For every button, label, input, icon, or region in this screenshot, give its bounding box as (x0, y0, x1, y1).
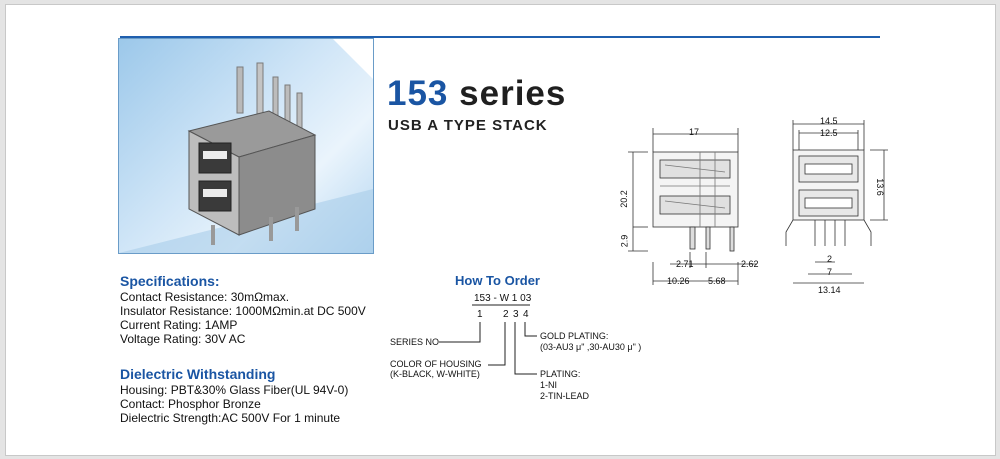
dim-d3: 10.26 (667, 276, 690, 286)
dim-outer: 14.5 (820, 116, 838, 126)
dim-width: 17 (689, 127, 700, 137)
plating-option-1: 1-NI (540, 380, 558, 390)
dim-inner: 12.5 (820, 128, 838, 138)
series-word: series (459, 74, 567, 113)
specifications-list: Contact Resistance: 30mΩmax. Insulator R… (120, 290, 366, 346)
page-subtitle: USB A TYPE STACK (388, 117, 548, 134)
photo-corner-cut (333, 39, 373, 79)
order-code: 153 - W 1 03 (474, 293, 532, 304)
spec-line: Voltage Rating: 30V AC (120, 332, 246, 346)
spec-line: Contact Resistance: 30mΩmax. (120, 290, 290, 304)
color-housing-options: (K-BLACK, W-WHITE) (390, 369, 480, 379)
specifications-heading: Specifications: (120, 273, 220, 289)
order-position-4: 4 (523, 309, 529, 320)
spec-line: Insulator Resistance: 1000MΩmin.at DC 50… (120, 304, 366, 318)
dielectric-heading: Dielectric Withstanding (120, 366, 276, 382)
dim-front-height: 13.6 (874, 178, 885, 196)
order-position-3: 3 (513, 309, 519, 320)
gold-plating-options: (03-AU3 μ" ,30-AU30 μ" ) (540, 342, 642, 352)
plating-title: PLATING: (540, 369, 581, 379)
header-rule (120, 36, 880, 38)
dim-d2: 2.62 (741, 259, 759, 269)
spec-line: Current Rating: 1AMP (120, 318, 238, 332)
page-title: 153 series (387, 74, 566, 114)
usb-connector-illustration (119, 62, 373, 253)
gold-plating-title: GOLD PLATING: (540, 331, 609, 341)
dim-pitch: 2 (827, 254, 833, 264)
dim-d1: 2.71 (676, 259, 694, 269)
plating-option-2: 2-TIN-LEAD (540, 391, 590, 401)
dielectric-line: Contact: Phosphor Bronze (120, 397, 261, 411)
dielectric-list: Housing: PBT&30% Glass Fiber(UL 94V-0) C… (120, 383, 348, 425)
order-position-1: 1 (477, 309, 483, 320)
color-housing-title: COLOR OF HOUSING (390, 359, 482, 369)
dielectric-line: Dielectric Strength:AC 500V For 1 minute (120, 411, 341, 425)
series-no-label: SERIES NO (390, 337, 440, 347)
series-number: 153 (387, 74, 449, 113)
how-to-order-heading: How To Order (455, 273, 540, 288)
dim-span: 7 (827, 267, 833, 277)
product-photo (118, 38, 374, 254)
order-position-2: 2 (503, 309, 509, 320)
dim-d4: 5.68 (708, 276, 726, 286)
dielectric-line: Housing: PBT&30% Glass Fiber(UL 94V-0) (120, 383, 349, 397)
dim-base: 13.14 (818, 285, 841, 295)
